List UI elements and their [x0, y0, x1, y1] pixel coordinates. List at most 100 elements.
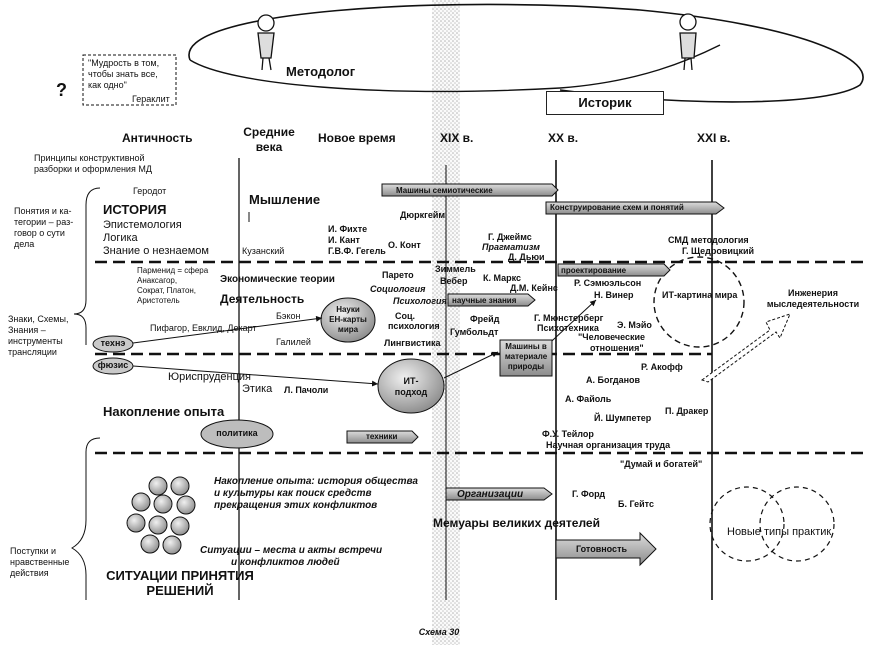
fayol: А. Файоль — [565, 394, 612, 404]
machines-3: природы — [507, 362, 545, 371]
ford: Г. Форд — [572, 489, 606, 499]
it-approach-1: ИТ- — [403, 376, 419, 386]
acts-1: Поступки и — [10, 546, 57, 556]
thinking-heading: Мышление — [249, 192, 321, 207]
historian-figure — [679, 13, 697, 71]
durkheim: Дюркгейм — [400, 210, 446, 220]
smd-methodology: СМД методология — [668, 235, 749, 245]
wiener: Н. Винер — [594, 290, 634, 300]
concepts-3: говор о сути — [14, 228, 65, 238]
bogdanov: А. Богданов — [586, 375, 641, 385]
epistemology: Эпистемология — [103, 219, 182, 231]
pythagoras-euclid-descartes: Пифагор, Евклид, Декарт — [150, 323, 257, 333]
aristotle: Аристотель — [137, 296, 180, 305]
signs-3: инструменты — [8, 336, 63, 346]
semiotic-machines: Машины семиотические — [396, 186, 493, 195]
bacon: Бэкон — [276, 311, 301, 321]
methodologist-curve — [188, 3, 864, 103]
epoch-middle-ages-1: Средние — [243, 125, 295, 139]
design: проектирование — [561, 266, 627, 275]
signs-4: трансляции — [8, 347, 57, 357]
parmenides: Парменид = сфера — [137, 266, 209, 275]
quote-line3: как одно" — [88, 80, 127, 90]
keynes: Д.М. Кейнс — [510, 283, 558, 293]
kuzansky: Кузанский — [242, 246, 285, 256]
galileo: Галилей — [276, 337, 311, 347]
principles-2: разборки и оформления МД — [34, 164, 152, 174]
kant: И. Кант — [328, 235, 360, 245]
quote-line2: чтобы знать все, — [88, 69, 158, 79]
organizations: Организации — [457, 489, 524, 500]
knowledge-unknown: Знание о незнаемом — [103, 245, 209, 257]
memoirs: Мемуары великих деятелей — [433, 516, 600, 530]
it-worldview: ИТ-картина мира — [662, 290, 738, 300]
situations-1: Ситуации – места и акты встречи — [200, 545, 383, 556]
new-practices: Новые типы практик — [727, 526, 832, 538]
ethics: Этика — [242, 383, 273, 395]
scientific-knowledge: научные знания — [452, 296, 517, 305]
dewey: Д. Дьюи — [508, 252, 545, 262]
linguistics: Лингвистика — [384, 338, 441, 348]
epoch-antiquity: Античность — [122, 131, 193, 145]
jurisprudence: Юриспруденция — [168, 371, 251, 383]
mayo: Э. Мэйо — [617, 320, 652, 330]
think-and-grow-rich: "Думай и богатей" — [620, 459, 703, 469]
signs-1: Знаки, Схемы, — [8, 314, 69, 324]
psychotechnics: Психотехника — [537, 323, 599, 333]
hegel: Г.В.Ф. Гегель — [328, 246, 386, 256]
concepts-1: Понятия и ка- — [14, 206, 72, 216]
it-approach-2: подход — [394, 387, 428, 397]
situations-2: и конфликтов людей — [231, 557, 340, 568]
epoch-21c: XXI в. — [697, 131, 731, 145]
marx: К. Маркс — [483, 273, 521, 283]
experience-heading: Накопление опыта — [103, 404, 225, 419]
historian-label: Историк — [546, 91, 664, 115]
experience-2: и культуры как поиск средств — [214, 488, 372, 499]
pacioli: Л. Пачоли — [284, 385, 329, 395]
taylor: Ф.У. Тейлор — [542, 429, 594, 439]
politics: политика — [216, 428, 258, 438]
sciences-1: Науки — [336, 305, 360, 314]
schumpeter: Й. Шумпетер — [594, 413, 652, 423]
epoch-19c: XIX в. — [440, 131, 474, 145]
fichte: И. Фихте — [328, 224, 368, 234]
principles-1: Принципы конструктивной — [34, 153, 145, 163]
construct-schemes: Конструирование схем и понятий — [550, 203, 684, 212]
james: Г. Джеймс — [488, 232, 532, 242]
signs-2: Знания – — [8, 325, 46, 335]
experience-3: прекращения этих конфликтов — [214, 500, 378, 511]
socrates-plato: Сократ, Платон, — [137, 286, 197, 295]
decisions-2: РЕШЕНИЙ — [146, 583, 214, 598]
acts-2: нравственные — [10, 557, 70, 567]
acts-3: действия — [10, 568, 49, 578]
herodotus: Геродот — [133, 186, 167, 196]
anaxagoras: Анаксагор, — [137, 276, 178, 285]
simmel: Зиммель — [435, 264, 476, 274]
epoch-middle-ages-2: века — [255, 140, 283, 154]
pareto: Парето — [382, 270, 414, 280]
shchedrovitsky: Г. Щедровицкий — [682, 246, 755, 256]
samuelson: Р. Сэмюэльсон — [574, 278, 642, 288]
physis: фюзис — [97, 360, 129, 370]
drucker: П. Дракер — [665, 406, 709, 416]
experience-1: Накопление опыта: история общества — [214, 476, 418, 487]
concepts-2: тегории – раз- — [14, 217, 74, 227]
pragmatism: Прагматизм — [482, 242, 540, 252]
techne: технэ — [100, 338, 126, 348]
engineering-2: мыследеятельности — [766, 299, 860, 309]
engineering-1: Инженерия — [788, 288, 838, 298]
scheme-caption: Схема 30 — [418, 627, 460, 637]
logic: Логика — [103, 232, 138, 244]
quote-author: Гераклит — [132, 94, 170, 104]
epoch-modern: Новое время — [318, 131, 396, 145]
gates: Б. Гейтс — [618, 499, 654, 509]
quote-line1: "Мудрость в том, — [88, 58, 160, 68]
people-cluster — [126, 476, 196, 555]
human-relations-2: отношения" — [590, 343, 644, 353]
comte: О. Конт — [388, 240, 421, 250]
freud: Фрейд — [470, 314, 500, 324]
activity-heading: Деятельность — [220, 292, 305, 306]
soc-psy-1: Соц. — [395, 311, 416, 321]
question-mark: ? — [56, 80, 67, 100]
